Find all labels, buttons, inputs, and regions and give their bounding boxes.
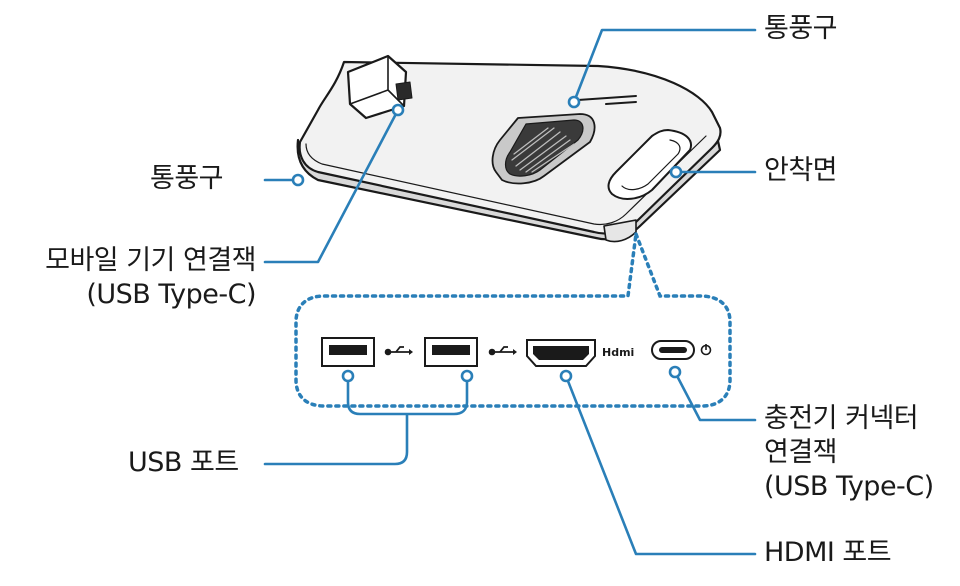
label-mount-surface: 안착면 [764,155,838,186]
label-charger-connector-line2: 연결잭 [764,437,838,468]
connector-tip [395,81,413,101]
label-vent-top: 통풍구 [764,13,838,44]
dock-end-cap [603,219,637,243]
label-device-connector-line2: (USB Type-C) [86,279,256,310]
dock-bevel [305,135,707,226]
callout-dot [669,165,683,179]
port-panel: Hdmi [294,233,732,408]
callout-dot [341,369,355,383]
callouts [263,28,757,556]
callout-dot [559,369,573,383]
vent-grille [491,113,596,185]
label-charger-connector-line1: 충전기 커넥터 [764,403,919,434]
port-panel-outline [294,233,732,408]
hdmi-port [526,339,596,367]
vent-slit [605,101,637,105]
vent-slot [504,119,584,177]
label-vent-left: 통풍구 [150,163,224,194]
callout-dot [567,95,581,109]
mount-surface-pad [607,129,692,200]
label-device-connector-line1: 모바일 기기 연결잭 [45,245,256,276]
callout-dots [291,95,683,383]
connector-post-face [349,55,405,107]
usb-port-1 [321,337,375,367]
mount-surface-inner [621,139,681,191]
callout-vent-top [572,28,757,104]
label-device-connector: 모바일 기기 연결잭 (USB Type-C) [8,244,256,312]
callout-hdmi-port [564,374,757,556]
callout-dot [460,369,474,383]
callout-charger-connector [673,370,757,422]
callout-dot [668,365,682,379]
hdmi-mark: Hdmi [602,346,634,359]
callout-dot [391,103,405,117]
vent-slit [577,95,637,101]
usb-c-port [651,340,695,360]
callout-device-connector [263,108,400,264]
power-icon [700,344,712,356]
usb-icon [384,346,413,356]
usb-icon [488,346,517,356]
label-hdmi-port: HDMI 포트 [764,537,892,568]
callout-dot [291,173,305,187]
callout-usb-ports [263,374,469,466]
usb-port-2 [424,337,478,367]
label-usb-ports: USB 포트 [128,447,239,478]
label-charger-connector: 충전기 커넥터 연결잭 (USB Type-C) [764,402,934,504]
dock-device [296,54,722,243]
label-charger-connector-line3: (USB Type-C) [764,471,934,502]
